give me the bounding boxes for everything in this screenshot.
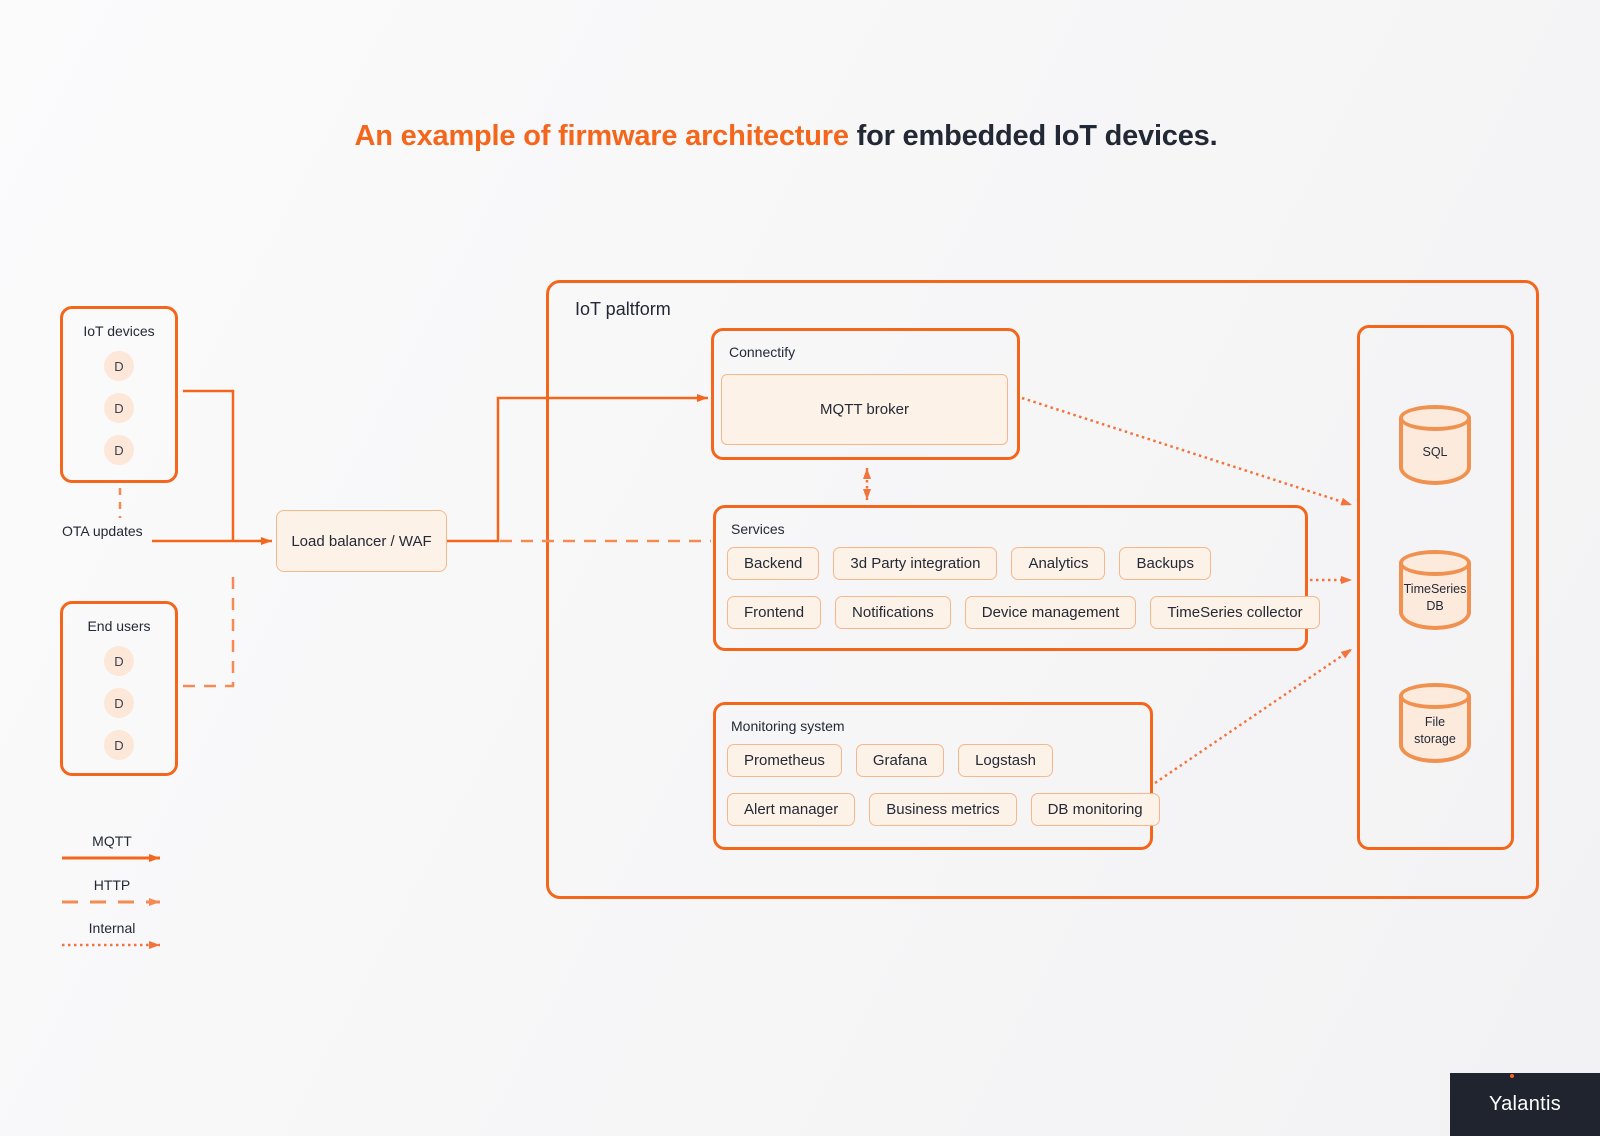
- file-storage-cylinder: File storage: [1399, 683, 1471, 763]
- title-highlight: An example of firmware architecture: [354, 120, 849, 152]
- service-chip: 3d Party integration: [833, 547, 998, 580]
- line-iot-devices-to-junction: [183, 389, 235, 541]
- services-box: Services Backend 3d Party integration Anal…: [713, 505, 1320, 651]
- monitoring-row-2: Alert manager Business metrics DB monitori…: [727, 793, 1160, 826]
- sql-db-cylinder: SQL: [1399, 405, 1471, 485]
- service-chip: Frontend: [727, 596, 822, 629]
- service-chip: Analytics: [1011, 547, 1106, 580]
- cylinder-top: [1399, 405, 1471, 431]
- mqtt-broker-box: MQTT broker: [721, 374, 1008, 445]
- storage-box: [1357, 325, 1514, 850]
- service-chip: Backups: [1119, 547, 1212, 580]
- cylinder-top: [1399, 550, 1471, 576]
- services-row-1: Backend 3d Party integration Analytics Back…: [727, 547, 1305, 580]
- timeseries-db-label: TimeSeries DB: [1399, 563, 1471, 630]
- monitoring-row-1: Prometheus Grafana Logstash: [727, 744, 1150, 777]
- user-circle: D: [104, 646, 134, 676]
- line-end-users-to-loadbalancer: [183, 575, 235, 688]
- iot-devices-label: IoT devices: [83, 323, 155, 339]
- load-balancer-box: Load balancer / WAF: [276, 510, 447, 572]
- monitoring-chip: Prometheus: [727, 744, 842, 777]
- service-chip: Backend: [727, 547, 820, 580]
- ota-updates-label: OTA updates: [62, 523, 143, 539]
- services-row-2: Frontend Notifications Device management Ti…: [727, 596, 1320, 629]
- monitoring-chip: Business metrics: [869, 793, 1017, 826]
- device-circle: D: [104, 351, 134, 381]
- connectify-label: Connectify: [729, 344, 796, 360]
- iot-platform-box: [546, 280, 1539, 899]
- end-users-label: End users: [87, 618, 151, 634]
- page-title: An example of firmware architecture for …: [0, 120, 1572, 153]
- user-circle: D: [104, 730, 134, 760]
- brand-logo: Yalantis: [1450, 1073, 1600, 1136]
- brand-logo-text: Yalantis: [1488, 1093, 1562, 1115]
- monitoring-chip: DB monitoring: [1030, 793, 1160, 826]
- service-chip: Notifications: [835, 596, 951, 629]
- monitoring-label: Monitoring system: [731, 718, 845, 734]
- monitoring-chip: Alert manager: [727, 793, 856, 826]
- connectify-box: Connectify MQTT broker: [711, 328, 1020, 460]
- monitoring-chip: Grafana: [855, 744, 945, 777]
- service-chip: TimeSeries collector: [1150, 596, 1320, 629]
- monitoring-chip: Logstash: [958, 744, 1053, 777]
- timeseries-db-cylinder: TimeSeries DB: [1399, 550, 1471, 630]
- device-circle: D: [104, 435, 134, 465]
- iot-platform-label: IoT paltform: [575, 299, 671, 319]
- brand-i-dot: [1510, 1074, 1514, 1078]
- cylinder-top: [1399, 683, 1471, 709]
- legend-internal-label: Internal: [88, 920, 136, 936]
- services-label: Services: [731, 521, 785, 537]
- title-rest: for embedded IoT devices.: [848, 120, 1218, 152]
- monitoring-box: Monitoring system Prometheus Grafana Logst…: [713, 702, 1160, 850]
- device-circle: D: [104, 393, 134, 423]
- service-chip: Device management: [964, 596, 1137, 629]
- user-circle: D: [104, 688, 134, 718]
- legend-http-label: HTTP: [93, 877, 131, 893]
- legend-mqtt-label: MQTT: [92, 833, 132, 849]
